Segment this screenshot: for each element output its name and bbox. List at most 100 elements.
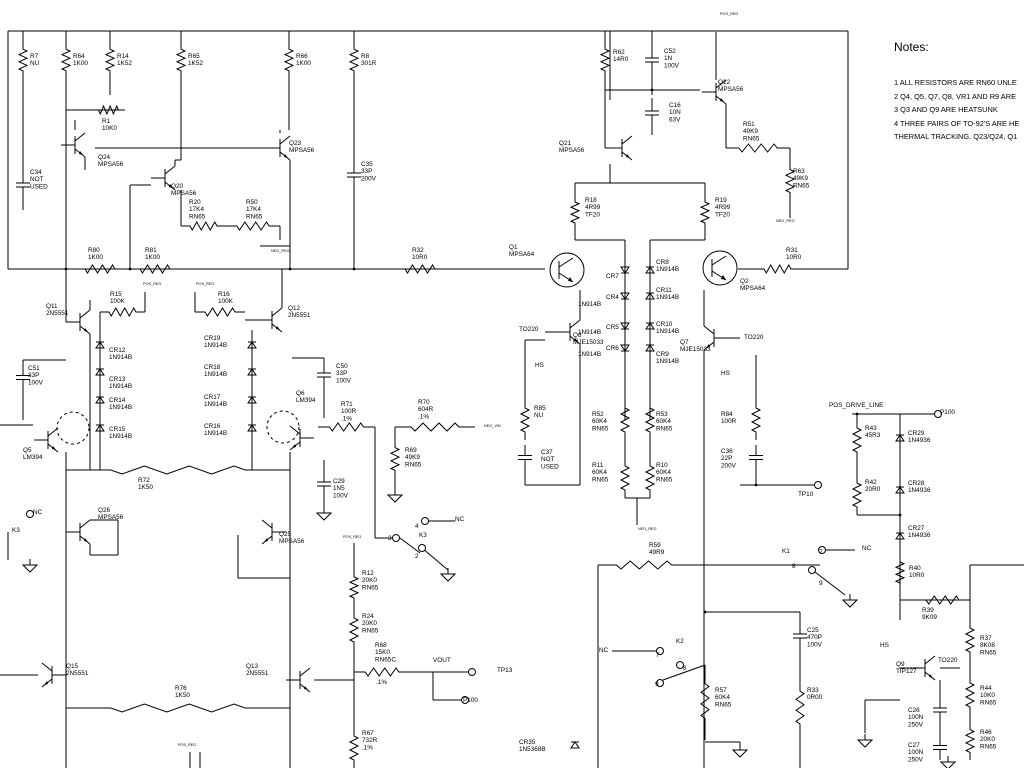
resistor-zigzag (395, 264, 445, 274)
label-C29-line-1: 1N5 (333, 485, 345, 492)
r18-resistor (569, 195, 581, 230)
q7-transistor (703, 325, 728, 351)
resistor-zigzag (348, 728, 360, 768)
r32-resistor (395, 264, 445, 274)
label-R40-line-0: R40 (909, 565, 921, 572)
label-R85-line-1: NU (534, 412, 544, 419)
label-R57-line-0: R57 (715, 687, 727, 694)
transistor-arrow (79, 151, 83, 155)
resistor-zigzag (283, 42, 295, 78)
label-R15-line-1: 100K (110, 298, 126, 305)
label-CR15-line-0: CR15 (109, 426, 126, 433)
label-R18-line-1: 4R99 (585, 204, 601, 211)
cr12-15-diode-3 (95, 424, 105, 432)
label-CR8-line-1: 1N914B (656, 266, 679, 273)
label-R81-line-0: R81 (145, 247, 157, 254)
label-TP13: TP13 (497, 667, 513, 674)
label-neg-reg-1-line-0: NEG_REG (271, 249, 290, 253)
label-C29-line-0: C29 (333, 478, 345, 485)
diode-triangle (645, 292, 655, 300)
label-Q12-line-0: Q12 (288, 305, 301, 312)
transistor-collector (79, 309, 91, 319)
label-R70-line-1: 604R (418, 406, 434, 413)
r65-resistor (175, 42, 187, 78)
r69-ground-icon (386, 489, 404, 503)
c37-capacitor (518, 445, 532, 470)
tp13-test-point (468, 668, 476, 676)
label-Q9-line-1: TIP127 (896, 668, 917, 675)
label-R33-line-1: 0R00 (807, 694, 823, 701)
diode-triangle (620, 266, 630, 274)
resistor-zigzag (348, 610, 360, 650)
label-r68-tol-line-0: .1% (376, 679, 387, 686)
note-line-4: 4 THREE PAIRS OF TO-92'S ARE HE (894, 118, 1020, 128)
label-R46-line-2: RN65 (980, 743, 997, 750)
label-pos-reg-5: POS_REG (178, 743, 196, 747)
label-hs-c: HS (880, 642, 889, 649)
label-R12-line-1: 20K0 (362, 577, 377, 584)
label-R15-line-0: R15 (110, 291, 122, 298)
cr-left-diode-2 (620, 322, 630, 330)
label-R67-line-2: .1% (362, 744, 373, 751)
label-nc-3: NC (862, 545, 872, 552)
label-R39-line-0: R39 (922, 607, 934, 614)
label-pin-7a: 7 (819, 549, 823, 556)
resistor-zigzag (755, 263, 800, 275)
junction-dot (128, 267, 132, 271)
note-line-5: THERMAL TRACKING. Q23/Q24, Q1 (894, 132, 1018, 141)
label-VOUT-line-0: VOUT (433, 657, 451, 664)
cr-right-diode-2 (645, 322, 655, 330)
label-to220-b-line-0: TO220 (744, 334, 764, 341)
label-R51-line-0: R51 (743, 121, 755, 128)
schematic-components (16, 42, 976, 768)
diode-triangle (645, 266, 655, 274)
label-R18-line-0: R18 (585, 197, 597, 204)
label-R16-line-1: 100K (218, 298, 234, 305)
label-R31-line-0: R31 (786, 247, 798, 254)
label-R70-line-2: .1% (418, 413, 429, 420)
label-pin-7b: 7 (656, 652, 660, 659)
label-Q5-line-1: LM394 (23, 454, 43, 461)
label-CR11-line-1: 1N914B (656, 294, 679, 301)
wire (662, 664, 706, 681)
c34-capacitor (16, 170, 30, 200)
label-R10-line-1: 60K4 (656, 469, 671, 476)
transistor-outline (56, 411, 90, 445)
r53-resistor (644, 400, 656, 440)
transistor-arrow (706, 344, 710, 348)
k1-contact-7 (818, 546, 826, 554)
label-R44-line-1: 10K0 (980, 692, 995, 699)
label-R69-line-1: 49K9 (405, 454, 420, 461)
label-R63-line-2: RN65 (793, 182, 810, 189)
wire (814, 571, 846, 596)
label-R71-line-2: .1% (341, 415, 352, 422)
transistor-outline (702, 250, 738, 286)
label-CR5-line-0: CR5 (606, 324, 619, 331)
resistor-zigzag (66, 465, 290, 475)
label-pos-drive-line-0: POS_DRIVE_LINE (829, 402, 883, 409)
label-R57-line-2: RN65 (715, 701, 732, 708)
label-CR7-line-0: CR7 (606, 273, 619, 280)
label-CR9-line-1: 1N914B (656, 358, 679, 365)
label-d-1n914b-c: 1N914B (578, 351, 601, 358)
cr12-15-diode-1 (95, 368, 105, 376)
label-Q2-line-1: MPSA64 (740, 285, 766, 292)
label-C26-line-1: 100N (908, 714, 924, 721)
label-neg-reg-3-line-0: NEG_REG (638, 527, 657, 531)
r63-resistor (784, 162, 796, 200)
label-R8-line-0: R8 (361, 53, 370, 60)
r72-resistor (66, 465, 290, 475)
label-pos-reg-4: POS_REG (343, 535, 361, 539)
label-C34-line-1: NOT (30, 176, 44, 183)
label-pin-8b-line-0: 8 (683, 665, 687, 672)
c26-capacitor (933, 690, 947, 730)
